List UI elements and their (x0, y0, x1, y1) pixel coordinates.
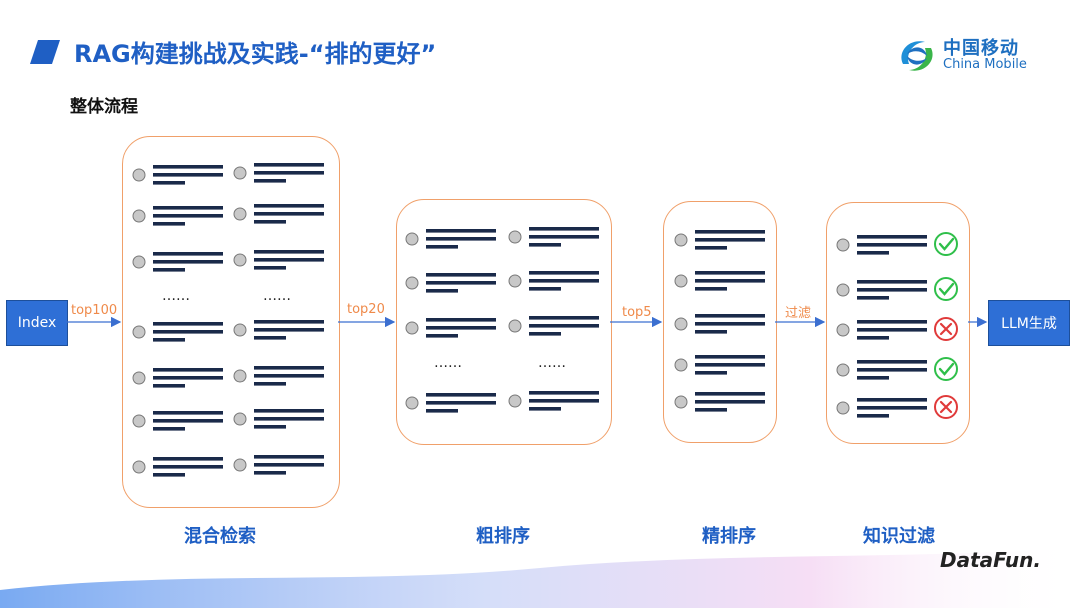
doc-item-fine-4 (674, 392, 765, 412)
doc-item-retrieval-right-5 (233, 409, 324, 429)
llm-generate-box: LLM生成 (988, 300, 1070, 346)
doc-item-fine-0 (674, 230, 765, 250)
ellipsis-hybrid-right: …… (263, 288, 291, 304)
doc-item-filter-1 (836, 280, 927, 300)
check-icon-0 (934, 232, 958, 256)
cross-icon-2 (934, 317, 958, 341)
doc-item-retrieval-right-3 (233, 320, 324, 340)
doc-item-fine-1 (674, 271, 765, 291)
ellipsis-coarse-right: …… (538, 355, 566, 371)
page-title: RAG构建挑战及实践-“排的更好” (74, 40, 437, 68)
edge-label-top20: top20 (347, 302, 385, 317)
doc-item-fine-3 (674, 355, 765, 375)
doc-item-coarse-right-0 (508, 227, 599, 247)
stage-label-fine-rank: 精排序 (702, 526, 756, 547)
doc-item-retrieval-right-2 (233, 250, 324, 270)
section-subtitle: 整体流程 (70, 97, 138, 117)
stage-label-knowledge-filter: 知识过滤 (863, 526, 935, 547)
doc-item-filter-0 (836, 235, 927, 255)
check-icon-1 (934, 277, 958, 301)
stage-label-hybrid-retrieval: 混合检索 (184, 526, 256, 547)
doc-item-retrieval-left-6 (132, 457, 223, 477)
doc-item-coarse-right-2 (508, 316, 599, 336)
doc-item-coarse-left-3 (405, 393, 496, 413)
stage-label-coarse-rank: 粗排序 (476, 526, 530, 547)
china-mobile-logo: 中国移动 China Mobile (895, 34, 1035, 80)
doc-item-coarse-left-0 (405, 229, 496, 249)
check-icon-3 (934, 357, 958, 381)
doc-item-retrieval-right-0 (233, 163, 324, 183)
title-marker-icon (30, 40, 60, 64)
doc-item-retrieval-right-4 (233, 366, 324, 386)
china-mobile-logo-icon (901, 41, 933, 71)
doc-item-coarse-right-1 (508, 271, 599, 291)
edge-label-filter: 过滤 (785, 306, 812, 321)
doc-item-filter-3 (836, 360, 927, 380)
doc-item-retrieval-right-1 (233, 204, 324, 224)
doc-item-coarse-right-3 (508, 391, 599, 411)
logo-name-en: China Mobile (943, 57, 1027, 72)
logo-name-cn: 中国移动 (943, 38, 1019, 59)
ellipsis-coarse-left: …… (434, 355, 462, 371)
footer-wave-decoration (0, 548, 1080, 608)
doc-item-coarse-left-1 (405, 273, 496, 293)
doc-item-retrieval-left-4 (132, 368, 223, 388)
doc-item-retrieval-left-3 (132, 322, 223, 342)
cross-icon-4 (934, 395, 958, 419)
edge-label-top100: top100 (71, 303, 118, 318)
datafun-brand: DataFun. (940, 548, 1041, 572)
doc-item-fine-2 (674, 314, 765, 334)
doc-item-filter-4 (836, 398, 927, 418)
doc-item-retrieval-right-6 (233, 455, 324, 475)
doc-item-retrieval-left-2 (132, 252, 223, 272)
doc-item-retrieval-left-5 (132, 411, 223, 431)
doc-item-coarse-left-2 (405, 318, 496, 338)
ellipsis-hybrid-left: …… (162, 288, 190, 304)
doc-item-filter-2 (836, 320, 927, 340)
index-box: Index (6, 300, 68, 346)
edge-label-top5: top5 (622, 305, 652, 320)
doc-item-retrieval-left-1 (132, 206, 223, 226)
doc-item-retrieval-left-0 (132, 165, 223, 185)
